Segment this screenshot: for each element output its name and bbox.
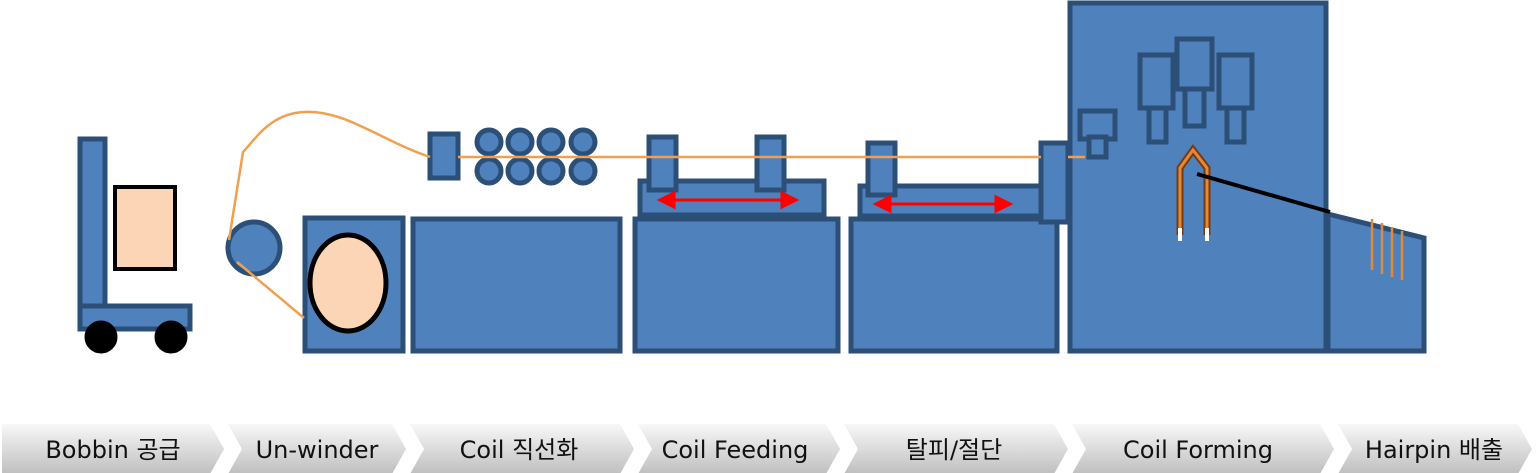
coil-former [1067, 0, 1329, 354]
step-unwinder: Un-winder [228, 424, 406, 473]
step-coil-forming: Coil Forming [1072, 424, 1334, 473]
step-label: Un-winder [256, 436, 379, 464]
step-coil-feeding: Coil Feeding [638, 424, 840, 473]
unwinder-pulley [225, 219, 283, 277]
bobbin-cart [77, 136, 193, 354]
hairpin-icon [1176, 144, 1331, 241]
step-label: Hairpin 배출 [1365, 436, 1503, 464]
discharged-hairpins-icon [1370, 219, 1404, 280]
step-label: Coil 직선화 [460, 436, 579, 464]
feed-arrows [656, 190, 1014, 214]
step-label: Coil Feeding [662, 436, 809, 464]
wire-path [227, 110, 1085, 319]
cart-wheel-left [84, 320, 118, 354]
strip-cutter [848, 140, 1071, 354]
machines [77, 0, 1427, 354]
step-straightening: Coil 직선화 [410, 424, 634, 473]
transfer-line [1196, 172, 1331, 214]
cart-wheel-right [154, 320, 188, 354]
step-strip-cut: 탈피/절단 [844, 424, 1068, 473]
coil-feeder [632, 134, 841, 354]
process-steps: Bobbin 공급 Un-winder Coil 직선화 Coil Feedin… [2, 424, 1532, 473]
bobbin-spool [113, 185, 177, 271]
step-hairpin-discharge: Hairpin 배출 [1338, 424, 1532, 473]
straightener [410, 127, 623, 354]
step-label: 탈피/절단 [906, 436, 1002, 464]
unwinder-coil [307, 232, 389, 334]
unwinder [225, 215, 406, 354]
step-label: Bobbin 공급 [45, 436, 180, 464]
hairpin-discharge [1325, 210, 1427, 354]
step-bobbin-supply: Bobbin 공급 [2, 424, 224, 473]
step-label: Coil Forming [1123, 436, 1273, 464]
